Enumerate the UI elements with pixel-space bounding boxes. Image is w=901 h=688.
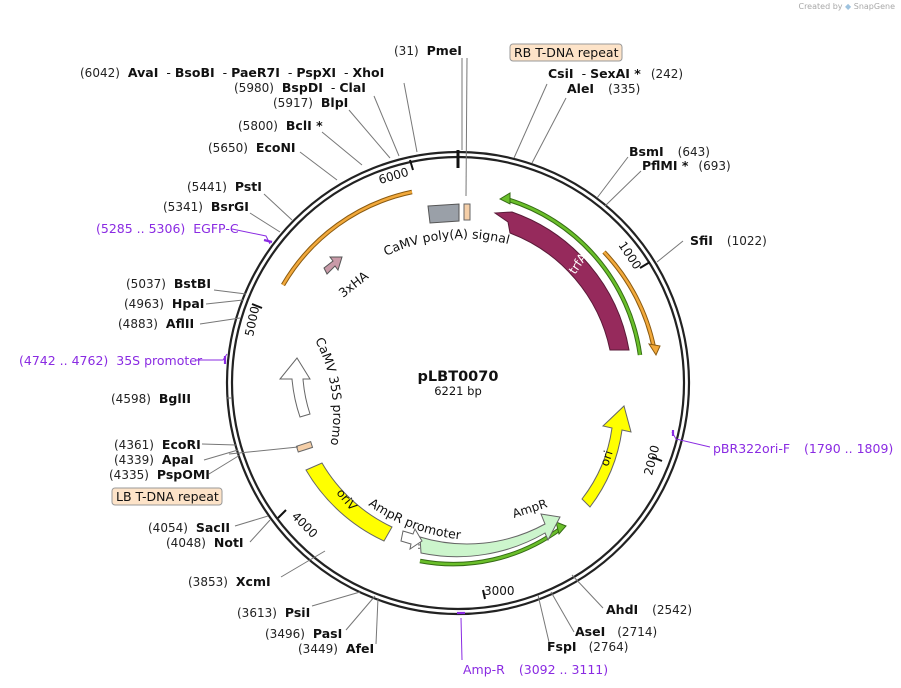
enzyme-bglii: (4598)BglII	[111, 391, 191, 406]
feature-polya-label: CaMV poly(A) signal	[381, 226, 511, 258]
enzyme-pmei: (31)PmeI	[394, 43, 462, 58]
orange-strand-upper-fill	[281, 190, 413, 286]
brand-text: SnapGene	[853, 2, 895, 11]
orange-strand-upper	[281, 189, 413, 287]
enzyme-asei: AseI(2714)	[575, 624, 657, 639]
enzyme-hpai: (4963)HpaI	[124, 296, 204, 311]
green-strand-ampr-fill	[419, 527, 561, 566]
orange-strand-right-fill	[603, 251, 656, 349]
enzyme-noti: (4048)NotI	[166, 535, 244, 550]
primer-35s-promoter: (4742 .. 4762)35S promoter	[19, 353, 203, 368]
enzyme-blpi: (5917)BlpI	[273, 95, 348, 110]
enzyme-pasi: (3496)PasI	[265, 626, 342, 641]
enzyme-pflmi: PflMI *(693)	[642, 158, 731, 173]
feature-ampr-dots: ⋮	[414, 540, 424, 551]
lb-repeat-box	[111, 487, 223, 506]
green-strand-trfa-arrow	[498, 192, 511, 205]
enzyme-ahdi: AhdI(2542)	[606, 602, 692, 617]
enzyme-bstbi: (5037)BstBI	[126, 276, 211, 291]
feature-3xha-label: 3xHA	[336, 268, 372, 301]
enzyme-bsmi: BsmI(643)	[629, 144, 710, 159]
snapgene-logo-icon: ◆	[845, 2, 852, 11]
created-by-snapgene: Created by ◆ SnapGene	[798, 2, 895, 11]
primer-egfp-c: (5285 .. 5306)EGFP-C	[96, 221, 239, 236]
created-by-text: Created by	[798, 2, 843, 11]
enzyme-bsrgi: (5341)BsrGI	[163, 199, 249, 214]
feature-ori	[581, 405, 632, 508]
feature-polya	[427, 203, 460, 224]
feature-camv35s	[278, 357, 311, 418]
feature-trfa	[493, 211, 630, 351]
enzyme-afei: (3449)AfeI	[298, 641, 374, 656]
feature-ampr-promoter-arrow	[400, 527, 423, 551]
enzyme-aflii: (4883)AflII	[118, 316, 194, 331]
tick-5000: 5000	[242, 305, 262, 338]
enzyme-bcli: (5800)BclI *	[238, 118, 323, 133]
tick-4000: 4000	[289, 509, 320, 540]
plasmid-name: pLBT0070	[418, 369, 499, 385]
feature-lb-repeat-marker	[295, 441, 314, 453]
feature-ampr	[419, 513, 561, 558]
green-strand-ampr-arrow	[555, 521, 567, 536]
enzyme-sacii: (4054)SacII	[148, 520, 230, 535]
tick-3000: 3000	[484, 584, 515, 598]
feature-rb-repeat-marker	[463, 203, 471, 221]
enzyme-xcmi: (3853)XcmI	[188, 574, 271, 589]
feature-oriv	[305, 462, 393, 542]
tick-1000: 1000	[616, 239, 645, 272]
scale-ticks	[251, 159, 663, 600]
feature-ori-label: ori	[598, 449, 616, 468]
tick-6000: 6000	[377, 165, 410, 187]
primer-ticks	[223, 238, 675, 615]
orange-strand-right-arrow	[647, 343, 661, 357]
enzyme-csii-group: CsiI-SexAI *(242)	[548, 66, 683, 81]
enzyme-fspi: FspI(2764)	[547, 639, 628, 654]
enzyme-sfii: SfiI(1022)	[690, 233, 767, 248]
polya-text: CaMV poly(A) signal	[381, 226, 511, 258]
green-strand-trfa-fill	[505, 197, 642, 356]
enzyme-pspomi: (4335)PspOMI	[109, 467, 210, 482]
primer-pbr322ori-f: pBR322ori-F(1790 .. 1809)	[713, 441, 893, 456]
primer-amp-r: Amp-R(3092 .. 3111)	[463, 662, 608, 677]
lb-repeat-label: LB T-DNA repeat	[116, 489, 219, 504]
enzyme-alei: AleI(335)	[567, 81, 640, 96]
feature-3xha	[323, 256, 343, 275]
rb-repeat-box	[509, 43, 623, 62]
enzyme-bspdi-group: (5980)BspDI-ClaI	[234, 80, 366, 95]
enzyme-econi: (5650)EcoNI	[208, 140, 296, 155]
enzyme-aval-group: (6042)AvaI-BsoBI-PaeR7I-PspXI-XhoI	[80, 65, 384, 80]
enzyme-ecori: (4361)EcoRI	[114, 437, 201, 452]
plasmid-length: 6221 bp	[434, 384, 482, 398]
rb-repeat-label: RB T-DNA repeat	[514, 45, 619, 60]
enzyme-psii: (3613)PsiI	[237, 605, 310, 620]
leader-lines	[199, 57, 684, 645]
enzyme-apai: (4339)ApaI	[114, 452, 194, 467]
enzyme-psti: (5441)PstI	[187, 179, 262, 194]
